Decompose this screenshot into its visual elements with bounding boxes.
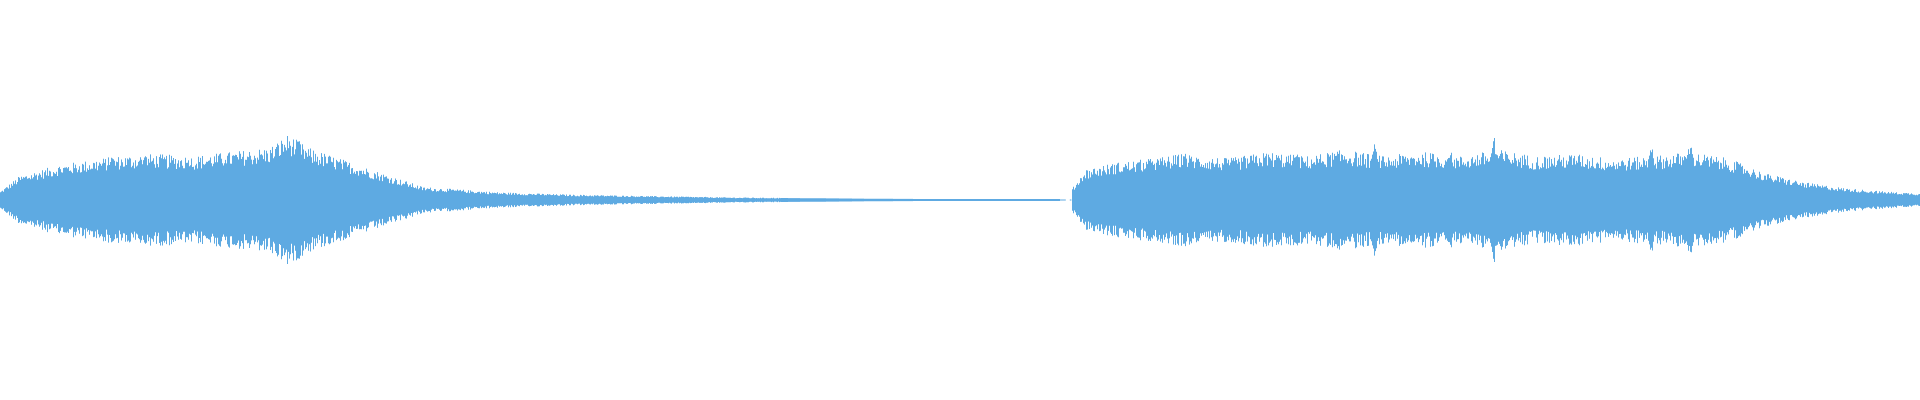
waveform-bars xyxy=(0,136,1920,264)
waveform-path xyxy=(0,136,1920,264)
